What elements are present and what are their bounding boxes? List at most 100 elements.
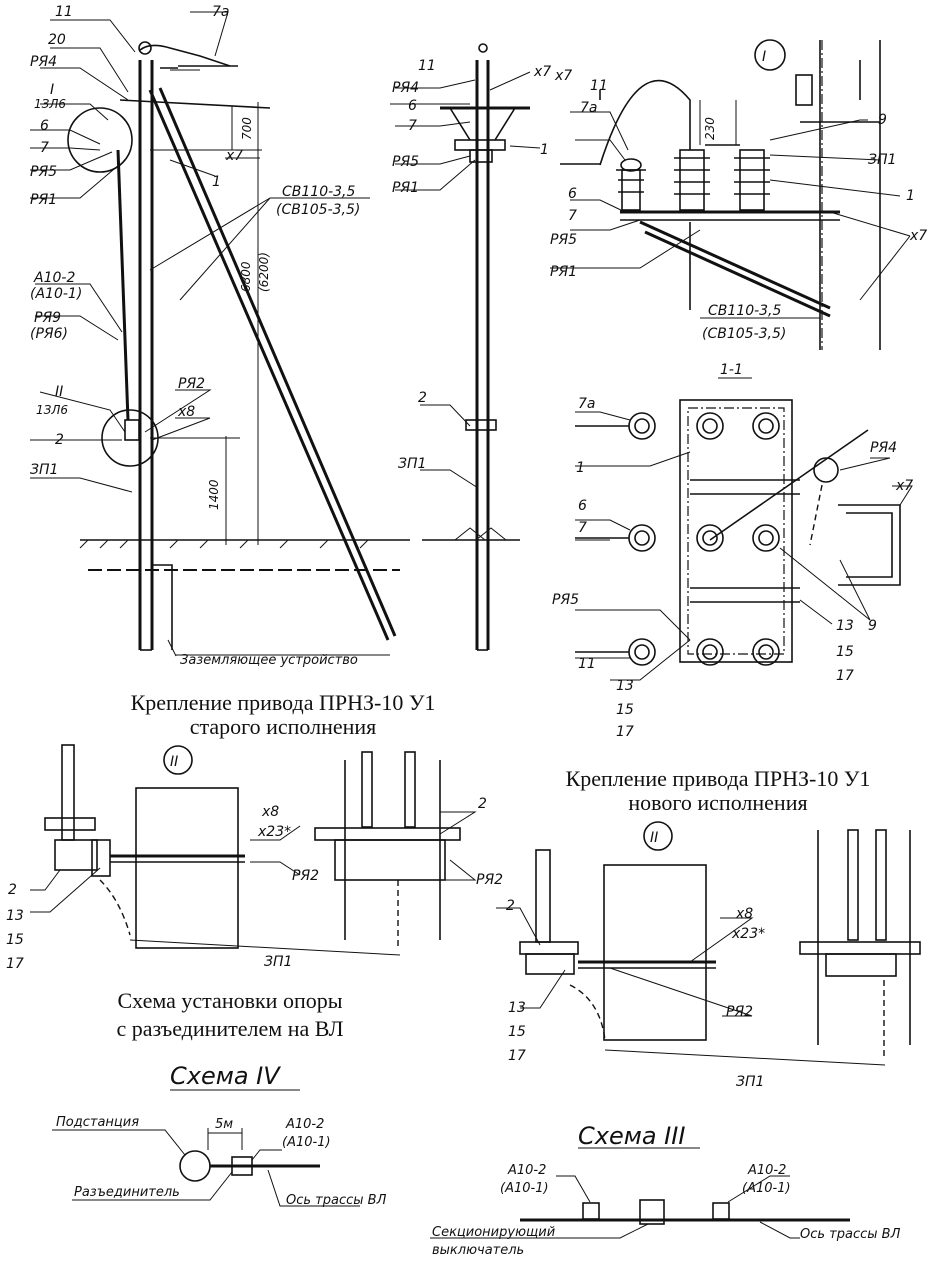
label-pr5-sec: РЯ5	[552, 592, 579, 608]
label-7-det: 7	[568, 208, 577, 224]
label-x7-det-top: х7	[554, 68, 572, 84]
label-a101-iii-r: (А10-1)	[742, 1181, 791, 1196]
label-a102-iv: А10-2	[285, 1117, 324, 1132]
label-15-new: 15	[508, 1024, 526, 1040]
scheme-III	[430, 1147, 850, 1239]
caption-new-mount-line2: нового исполнения	[628, 790, 807, 815]
label-15-sec-r: 15	[836, 644, 854, 660]
label-II: II	[55, 384, 63, 400]
label-6-side: 6	[408, 98, 417, 114]
label-a102: А10-2	[33, 270, 75, 286]
label-axis-iii: Ось трассы ВЛ	[800, 1227, 901, 1242]
label-I: I	[50, 82, 54, 98]
label-I-det: I	[762, 49, 766, 65]
label-disconnector: Разъединитель	[74, 1185, 180, 1200]
label-7a-det: 7а	[580, 100, 598, 116]
label-x23-new: х23*	[731, 926, 765, 942]
label-11-det: 11	[590, 78, 608, 94]
label-13-new: 13	[508, 1000, 526, 1016]
label-17-sec: 17	[616, 724, 634, 740]
detail-circle-I	[67, 107, 133, 173]
label-sectioning: Секционирующий	[432, 1225, 555, 1240]
label-pr5-det: РЯ5	[550, 232, 577, 248]
label-2-new: 2	[506, 898, 515, 914]
dim-1400: 1400	[207, 479, 221, 510]
title-scheme-IV: Схема IV	[170, 1062, 281, 1090]
label-pr5: РЯ5	[30, 164, 57, 180]
detail-II-new	[496, 821, 921, 1066]
label-x8: х8	[177, 404, 195, 420]
label-pr4: РЯ4	[30, 54, 57, 70]
label-13-sec: 13	[616, 678, 634, 694]
label-20: 20	[48, 32, 66, 48]
label-pr1: РЯ1	[30, 192, 57, 208]
label-x23-old: х23*	[257, 824, 291, 840]
pole-elevation-old	[30, 11, 410, 657]
label-1-det: 1	[906, 188, 915, 204]
dim-230: 230	[703, 117, 717, 140]
title-scheme-III: Схема III	[578, 1122, 685, 1150]
label-2: 2	[55, 432, 64, 448]
label-6: 6	[40, 118, 49, 134]
label-x8-old: х8	[261, 804, 279, 820]
label-a101-iii-l: (А10-1)	[500, 1181, 549, 1196]
scheme-IV	[52, 1089, 360, 1207]
label-2-old: 2	[8, 882, 17, 898]
label-13-old: 13	[6, 908, 24, 924]
label-pr2-old: РЯ2	[292, 868, 319, 884]
label-1: 1	[212, 174, 221, 190]
label-substation: Подстанция	[56, 1115, 139, 1130]
dim-6200: (6200)	[257, 252, 271, 292]
label-II-new: II	[650, 830, 658, 846]
caption-old-mount-line2: старого исполнения	[190, 714, 377, 739]
label-17-sec-r: 17	[836, 668, 854, 684]
label-9-sec: 9	[868, 618, 877, 634]
caption-new-mount-line1: Крепление привода ПРНЗ-10 У1	[566, 766, 871, 791]
caption-scheme-install-line2: с разъединителем на ВЛ	[116, 1016, 343, 1041]
caption-scheme-install-line1: Схема установки опоры	[117, 988, 342, 1013]
label-a102-iii-l: А10-2	[507, 1163, 546, 1178]
label-6-sec: 6	[578, 498, 587, 514]
label-sv-alt: (СВ105-3,5)	[276, 202, 360, 218]
label-zp1-new: ЗП1	[736, 1074, 764, 1090]
label-15-old: 15	[6, 932, 24, 948]
label-pr5-side: РЯ5	[392, 154, 419, 170]
label-11: 11	[55, 4, 73, 20]
label-zel6: 1ЗЛ6	[34, 97, 66, 111]
detail-II-old	[30, 744, 477, 956]
label-a102-iii-r: А10-2	[747, 1163, 786, 1178]
label-pr6: (РЯ6)	[30, 326, 68, 342]
label-pr4-sec: РЯ4	[870, 440, 897, 456]
label-section-1-1: 1-1	[720, 362, 743, 378]
label-11-sec: 11	[578, 656, 596, 672]
label-1-sec: 1	[576, 460, 585, 476]
label-zp1: ЗП1	[30, 462, 58, 478]
label-7-side: 7	[408, 118, 417, 134]
label-axis-iv: Ось трассы ВЛ	[286, 1193, 387, 1208]
detail-circle-II	[101, 409, 159, 467]
label-pr1-det: РЯ1	[550, 264, 577, 280]
label-II-old: II	[170, 754, 178, 770]
label-zel6-2: 1ЗЛ6	[36, 403, 68, 417]
label-x7: х7	[225, 148, 243, 164]
label-7-sec: 7	[578, 520, 587, 536]
label-zp1-old: ЗП1	[264, 954, 292, 970]
label-13-sec-r: 13	[836, 618, 854, 634]
label-x7-sec: х7	[895, 478, 913, 494]
label-5m: 5м	[215, 1117, 233, 1132]
label-7a: 7а	[212, 4, 230, 20]
label-1-side: 1	[540, 142, 549, 158]
detail-I	[550, 39, 911, 350]
label-pr4-side: РЯ4	[392, 80, 419, 96]
label-sv-det: СВ110-3,5	[708, 303, 782, 319]
label-9-det: 9	[878, 112, 887, 128]
label-17-new: 17	[508, 1048, 526, 1064]
label-pr1-side: РЯ1	[392, 180, 419, 196]
label-pr2-new: РЯ2	[726, 1004, 753, 1020]
label-pr9: РЯ9	[34, 310, 61, 326]
label-switch: выключатель	[432, 1243, 524, 1258]
label-11-side: 11	[418, 58, 436, 74]
label-6-det: 6	[568, 186, 577, 202]
dim-6800: 6800	[239, 261, 253, 292]
